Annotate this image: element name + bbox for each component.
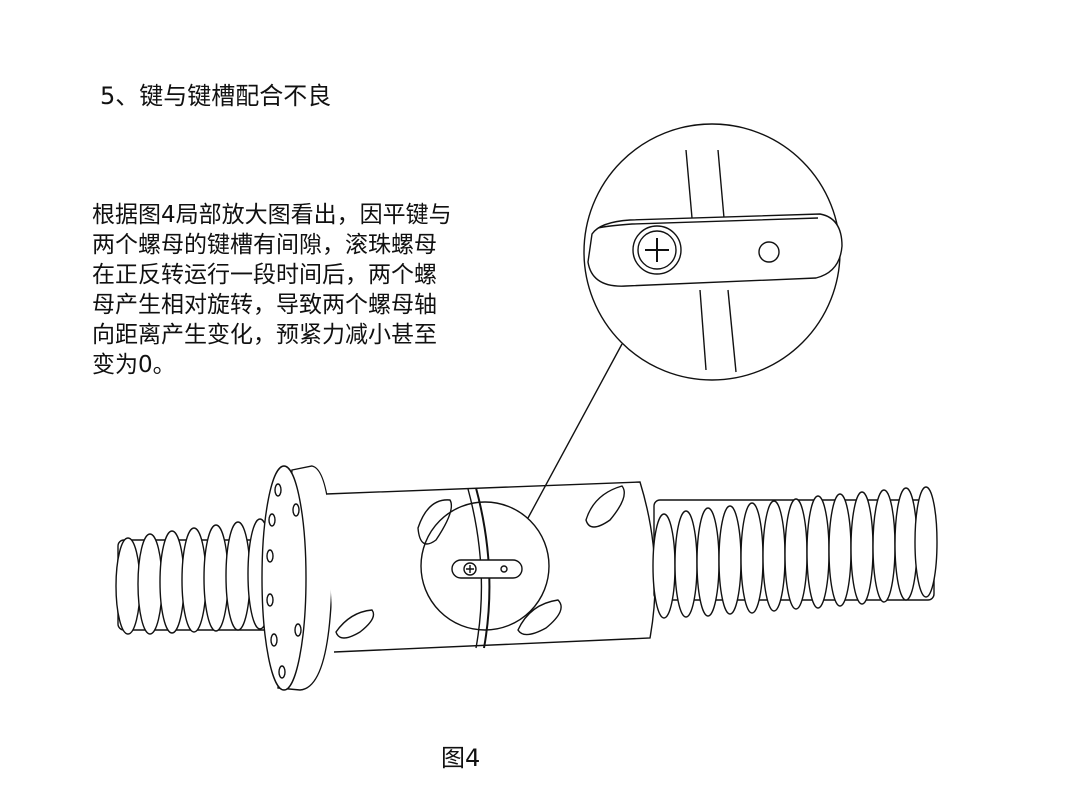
figure-caption: 图4 xyxy=(441,744,481,772)
explanation-paragraph: 根据图4局部放大图看出，因平键与 两个螺母的键槽有间隙，滚珠螺母 在正反转运行一… xyxy=(92,200,532,380)
paragraph-line-4: 母产生相对旋转，导致两个螺母轴 xyxy=(92,292,437,318)
paragraph-line-2: 两个螺母的键槽有间隙，滚珠螺母 xyxy=(92,232,437,258)
callout-leader-line xyxy=(527,343,623,519)
paragraph-line-6: 变为0。 xyxy=(92,352,176,378)
left-screw-thread xyxy=(115,518,279,635)
paragraph-line-1: 根据图4局部放大图看出，因平键与 xyxy=(92,202,452,228)
small-detail-circle xyxy=(420,501,550,631)
magnified-key-detail xyxy=(583,123,843,381)
paragraph-line-3: 在正反转运行一段时间后，两个螺 xyxy=(92,262,437,288)
slide-heading: 5、键与键槽配合不良 xyxy=(100,82,332,110)
right-screw-thread xyxy=(652,486,938,619)
flange xyxy=(261,465,333,691)
paragraph-line-5: 向距离产生变化，预紧力减小甚至 xyxy=(92,322,437,348)
